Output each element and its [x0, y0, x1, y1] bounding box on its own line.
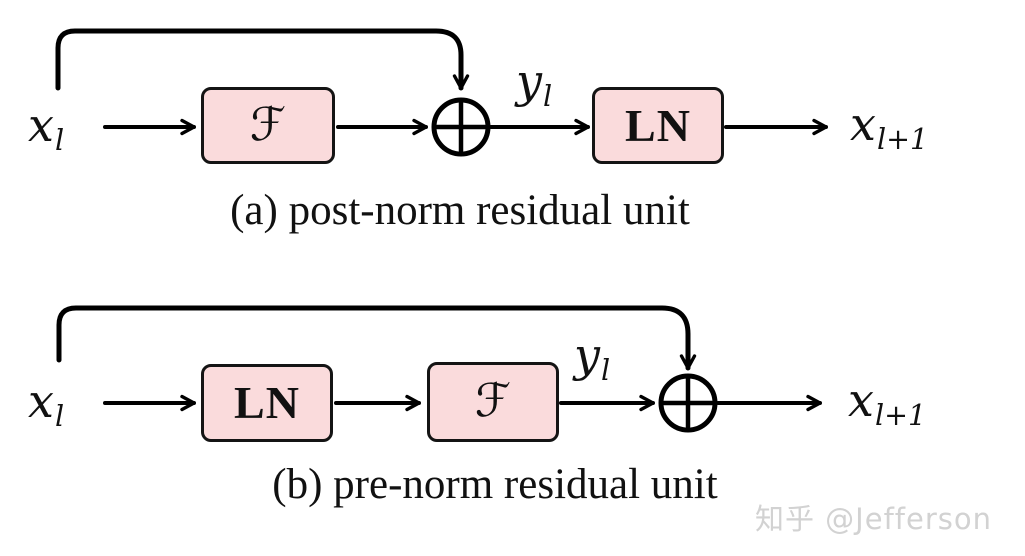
sum-output-label-a: yl — [516, 58, 552, 112]
output-label-b-base: x — [848, 373, 874, 427]
function-block-b-label: ℱ — [474, 373, 512, 427]
input-label-a: xl — [28, 102, 64, 156]
input-label-b: xl — [28, 378, 64, 432]
norm-block-b-label: LN — [234, 377, 300, 428]
norm-block-b: LN — [201, 364, 333, 442]
skip-connection-a — [55, 28, 470, 91]
sum-node-a — [431, 97, 491, 157]
norm-block-a: LN — [592, 87, 724, 164]
sum-output-label-a-sub: l — [543, 80, 553, 114]
output-label-a-base: x — [850, 97, 876, 151]
zhihu-watermark: 知乎 @Jefferson — [754, 502, 992, 536]
function-block-b: ℱ — [427, 362, 559, 442]
caption-b: (b) pre-norm residual unit — [272, 461, 718, 508]
input-label-b-sub: l — [54, 400, 65, 434]
input-label-a-sub: l — [54, 124, 65, 158]
sum-node-b — [658, 373, 718, 433]
diagram-a-wires — [55, 28, 828, 157]
sum-node-b-plus — [661, 376, 715, 430]
function-block-a: ℱ — [201, 87, 335, 164]
diagram-b-wires — [56, 305, 822, 433]
sum-output-label-b: yl — [574, 332, 610, 386]
input-label-b-base: x — [28, 374, 54, 428]
sum-output-label-b-sub: l — [601, 354, 611, 388]
output-label-a: xl+1 — [850, 101, 928, 155]
sum-output-label-a-base: y — [516, 54, 542, 108]
skip-connection-b — [56, 305, 697, 371]
output-label-b-sub: l+1 — [874, 399, 927, 433]
function-block-a-label: ℱ — [249, 96, 287, 151]
norm-block-a-label: LN — [625, 99, 691, 151]
caption-a: (a) post-norm residual unit — [230, 187, 690, 234]
output-label-b: xl+1 — [848, 377, 926, 431]
input-label-a-base: x — [28, 98, 54, 152]
output-label-a-sub: l+1 — [876, 123, 929, 157]
sum-node-a-plus — [434, 100, 488, 154]
sum-output-label-b-base: y — [574, 328, 600, 382]
